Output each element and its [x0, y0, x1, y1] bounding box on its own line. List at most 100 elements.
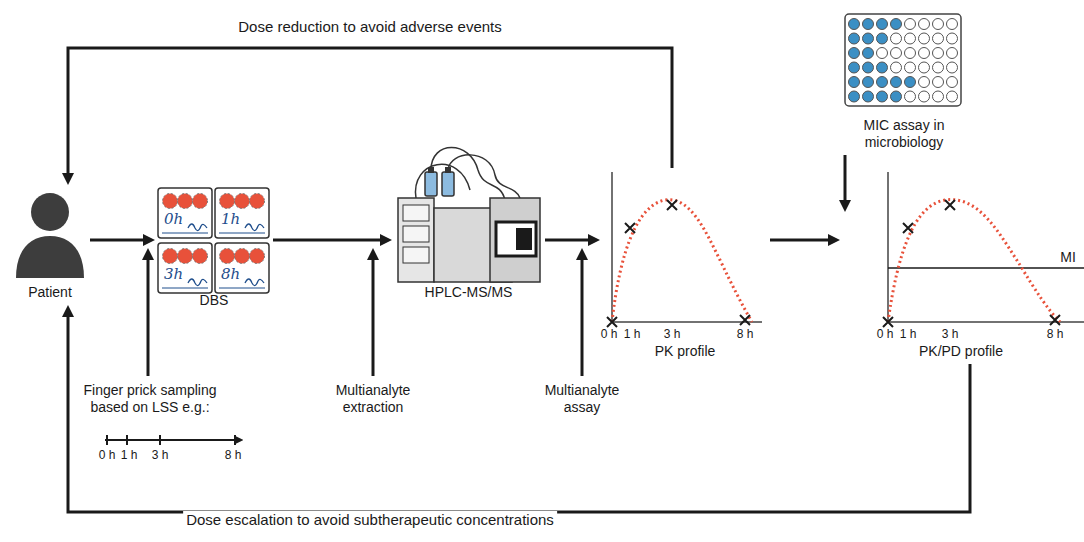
annotation-arrows: [148, 256, 582, 376]
microplate: [919, 19, 930, 30]
microplate: [877, 48, 888, 59]
microplate: [891, 19, 902, 30]
pkpd-chart: [888, 200, 1060, 322]
dbs-cards: [215, 188, 269, 238]
annotation-arrows: [372, 256, 375, 376]
pk-chart: [607, 200, 750, 327]
microplate: [947, 77, 958, 88]
node-label: PK profile: [655, 343, 716, 360]
microplate: [933, 33, 944, 44]
dbs-cards: [178, 194, 193, 209]
annotation-text: Multianalyte assay: [532, 382, 632, 416]
axis-tick: 3 h: [664, 327, 681, 341]
microplate: [845, 14, 961, 106]
patient-icon: [31, 193, 69, 231]
hplc-ms-instrument: HPLC-MS/MS: [392, 160, 545, 305]
hplc-instrument: [428, 167, 434, 173]
microplate: [933, 91, 944, 102]
dbs-cards: [235, 194, 250, 209]
sampling-timeline: [107, 435, 235, 445]
flow-arrow: [770, 239, 832, 242]
node-label: HPLC-MS/MS: [425, 284, 513, 301]
dbs-cards: [215, 243, 269, 293]
edge-label: Dose escalation to avoid subtherapeutic …: [183, 511, 557, 529]
handwritten-time: 1h: [221, 210, 240, 228]
handwritten-time: 3h: [164, 265, 183, 283]
dbs-cards: [235, 249, 250, 264]
sampling-timeline: [105, 435, 238, 445]
dbs-cards: [188, 224, 207, 231]
microplate: [877, 77, 888, 88]
pkpd-profile-chart: PK/PD profile: [840, 212, 1082, 364]
hplc-instrument: [403, 226, 429, 242]
hplc-instrument: [403, 205, 429, 221]
microplate: [933, 19, 944, 30]
dbs-cards: [163, 249, 178, 264]
sampling-timeline: [105, 439, 238, 441]
microplate: [863, 48, 874, 59]
pkpd-chart: [888, 267, 1084, 269]
microplate: [877, 62, 888, 73]
microplate: [849, 33, 860, 44]
microplate: [933, 62, 944, 73]
axis-tick: 8 h: [737, 327, 754, 341]
microplate: [845, 14, 961, 106]
microplate: [863, 33, 874, 44]
node-label: MIC assay in microbiology: [838, 117, 970, 151]
hplc-instrument: [496, 222, 536, 256]
dbs-cards: [158, 243, 212, 293]
microplate: [877, 19, 888, 30]
microplate: [863, 91, 874, 102]
microplate: [947, 19, 958, 30]
flow-arrow: [844, 155, 847, 204]
axis-tick: 1 h: [624, 327, 641, 341]
edge-label: Dose reduction to avoid adverse events: [235, 18, 505, 36]
node-label: PK/PD profile: [919, 343, 1003, 360]
microplate: [933, 48, 944, 59]
microplate: [863, 62, 874, 73]
time-tick: 1 h: [121, 448, 138, 462]
flow-arrow: [545, 239, 592, 242]
flow-arrow: [68, 313, 970, 512]
pkpd-chart: [888, 172, 1084, 322]
microplate: [919, 48, 930, 59]
dbs-cards: [188, 279, 207, 286]
patient: Patient: [10, 185, 90, 305]
pk-chart: [612, 172, 762, 322]
microplate: [905, 19, 916, 30]
dbs-cards: [163, 194, 178, 209]
dbs-cards: [245, 279, 264, 286]
axis-tick: 0 h: [601, 327, 618, 341]
hplc-instrument: [398, 148, 540, 283]
annotation-arrows: [581, 256, 584, 376]
microplate: [849, 91, 860, 102]
microplate: [947, 62, 958, 73]
microplate: [863, 77, 874, 88]
hplc-instrument: [448, 155, 520, 198]
hplc-instrument: [516, 228, 532, 250]
dbs-cards: [178, 249, 193, 264]
hplc-instrument: [416, 164, 470, 198]
dbs-cards: [219, 288, 265, 289]
microplate: [905, 48, 916, 59]
hplc-instrument: [490, 198, 540, 282]
flow-arrow: [68, 48, 672, 177]
microplate: [919, 33, 930, 44]
microplate: [877, 33, 888, 44]
dbs-cards: [162, 233, 208, 234]
dbs-cards: [250, 194, 265, 209]
microplate: [891, 33, 902, 44]
microplate: [905, 62, 916, 73]
handwritten-time: 8h: [221, 265, 240, 283]
flow-arrow: [90, 239, 147, 242]
dbs-cards: [245, 224, 264, 231]
microplate: [891, 77, 902, 88]
microplate: [947, 48, 958, 59]
pkpd-chart: [883, 200, 1060, 327]
axis-tick: 0 h: [877, 327, 894, 341]
threshold-label: MI: [1060, 249, 1076, 266]
axis-tick: 8 h: [1047, 327, 1064, 341]
microplate: [891, 91, 902, 102]
